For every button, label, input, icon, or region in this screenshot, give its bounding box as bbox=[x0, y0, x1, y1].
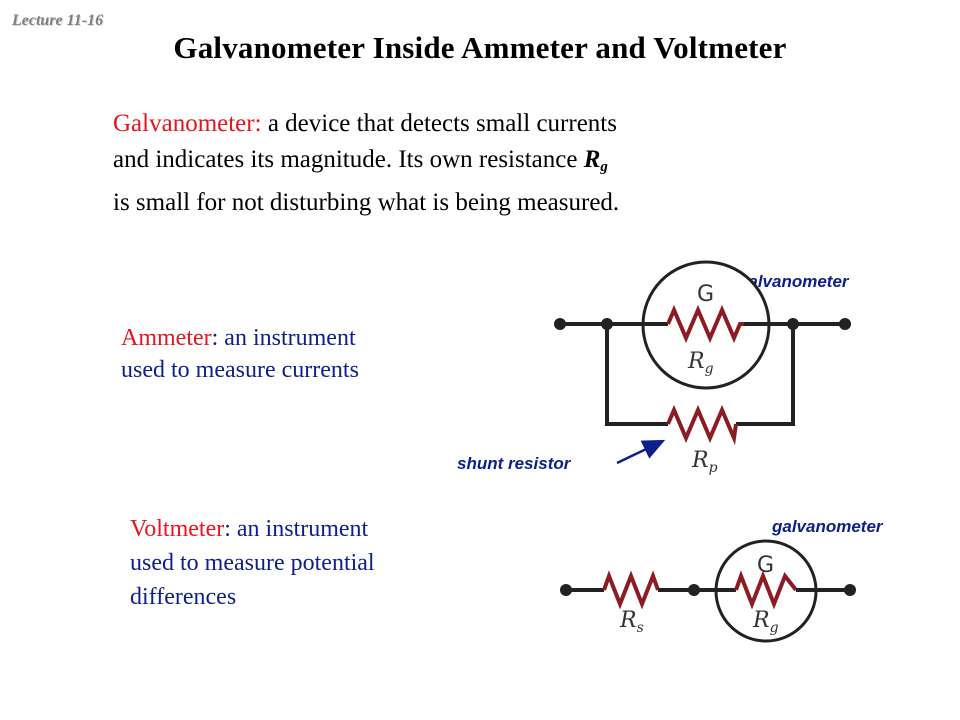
ammeter-term: Ammeter bbox=[121, 325, 212, 351]
intro-line2: and indicates its magnitude. Its own res… bbox=[113, 146, 584, 173]
galvanometer-resistor-ammeter bbox=[666, 304, 744, 344]
galvanometer-term: Galvanometer: bbox=[113, 110, 262, 137]
shunt-resistor-label: shunt resistor bbox=[457, 454, 571, 473]
ammeter-desc-line1: : an instrument bbox=[211, 325, 356, 351]
voltmeter-junction bbox=[688, 584, 700, 596]
ammeter-junction-right bbox=[787, 318, 799, 330]
rg-label-voltmeter: Rg bbox=[752, 608, 779, 636]
rg-symbol: Rg bbox=[583, 146, 608, 175]
lecture-label: Lecture 11-16 bbox=[12, 12, 104, 29]
voltmeter-desc-line1: : an instrument bbox=[224, 516, 369, 542]
voltmeter-circuit: G Rg Rs bbox=[560, 539, 856, 643]
ammeter-shunt-wire-right bbox=[736, 324, 795, 426]
galvanometer-label-ammeter: galvanometer bbox=[738, 272, 849, 291]
ammeter-definition: Ammeter: an instrument used to measure c… bbox=[121, 322, 461, 386]
shunt-arrow bbox=[616, 439, 666, 465]
ammeter-terminal-right bbox=[839, 318, 851, 330]
galvanometer-resistor-voltmeter bbox=[734, 570, 798, 610]
shunt-resistor bbox=[666, 404, 738, 446]
g-label-ammeter: G bbox=[697, 282, 714, 307]
page-title: Galvanometer Inside Ammeter and Voltmete… bbox=[173, 30, 787, 65]
galvanometer-definition: Galvanometer: a device that detects smal… bbox=[113, 106, 813, 221]
intro-line3: is small for not disturbing what is bein… bbox=[113, 189, 620, 216]
rs-label: Rs bbox=[619, 608, 644, 636]
voltmeter-desc-line3: differences bbox=[130, 584, 237, 610]
rp-label: Rp bbox=[691, 448, 718, 476]
ammeter-terminal-left bbox=[554, 318, 566, 330]
voltmeter-term: Voltmeter bbox=[130, 516, 225, 542]
g-label-voltmeter: G bbox=[757, 553, 774, 578]
rg-label-ammeter: Rg bbox=[687, 349, 714, 377]
series-resistor bbox=[602, 570, 660, 610]
ammeter-circuit: G Rg Rp bbox=[554, 260, 851, 476]
voltmeter-desc-line2: used to measure potential bbox=[130, 550, 375, 576]
ammeter-shunt-wire-left bbox=[605, 324, 668, 426]
intro-line1: a device that detects small currents bbox=[261, 110, 617, 137]
voltmeter-definition: Voltmeter: an instrument used to measure… bbox=[130, 512, 470, 614]
galvanometer-label-voltmeter: galvanometer bbox=[772, 517, 883, 536]
voltmeter-terminal-right bbox=[844, 584, 856, 596]
ammeter-junction-left bbox=[601, 318, 613, 330]
voltmeter-terminal-left bbox=[560, 584, 572, 596]
ammeter-desc-line2: used to measure currents bbox=[121, 357, 359, 383]
